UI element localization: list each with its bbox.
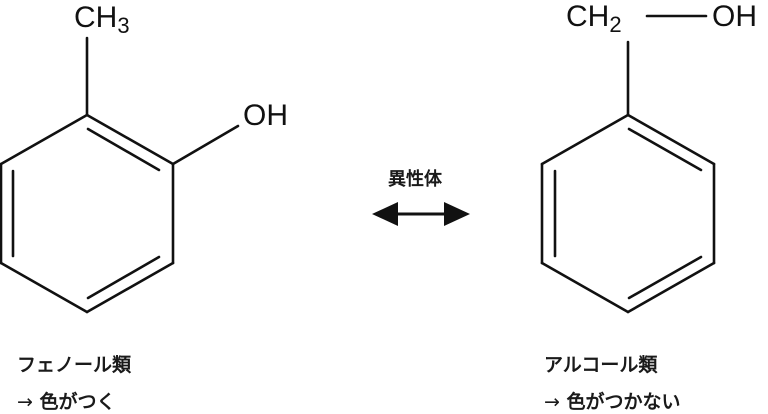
- right-benzene-ring: [540, 113, 716, 314]
- double-headed-arrow-icon: [372, 202, 470, 226]
- methyl-subscript: 3: [117, 13, 130, 38]
- methyl-main-text: CH: [74, 1, 118, 34]
- right-hydroxyl-label: OH: [712, 0, 757, 33]
- right-methylene-label: CH2: [566, 0, 622, 37]
- left-result-line: → 色がつく: [17, 387, 116, 414]
- left-methyl-label: CH3: [74, 1, 130, 38]
- left-hydroxyl-label: OH: [243, 99, 288, 132]
- left-result-text: 色がつく: [39, 391, 116, 413]
- right-result-text: 色がつかない: [566, 391, 681, 413]
- left-oh-bond: [171, 124, 240, 166]
- right-result-line: → 色がつかない: [544, 387, 681, 414]
- left-benzene-ring: [0, 113, 175, 314]
- right-category-label: アルコール類: [544, 354, 658, 376]
- right-arrow-icon: →: [544, 391, 560, 413]
- methylene-subscript: 2: [609, 12, 622, 37]
- left-category-label: フェノール類: [17, 354, 132, 376]
- methylene-main-text: CH: [566, 0, 610, 33]
- right-arrow-icon: →: [17, 391, 33, 413]
- isomer-label: 異性体: [388, 169, 442, 190]
